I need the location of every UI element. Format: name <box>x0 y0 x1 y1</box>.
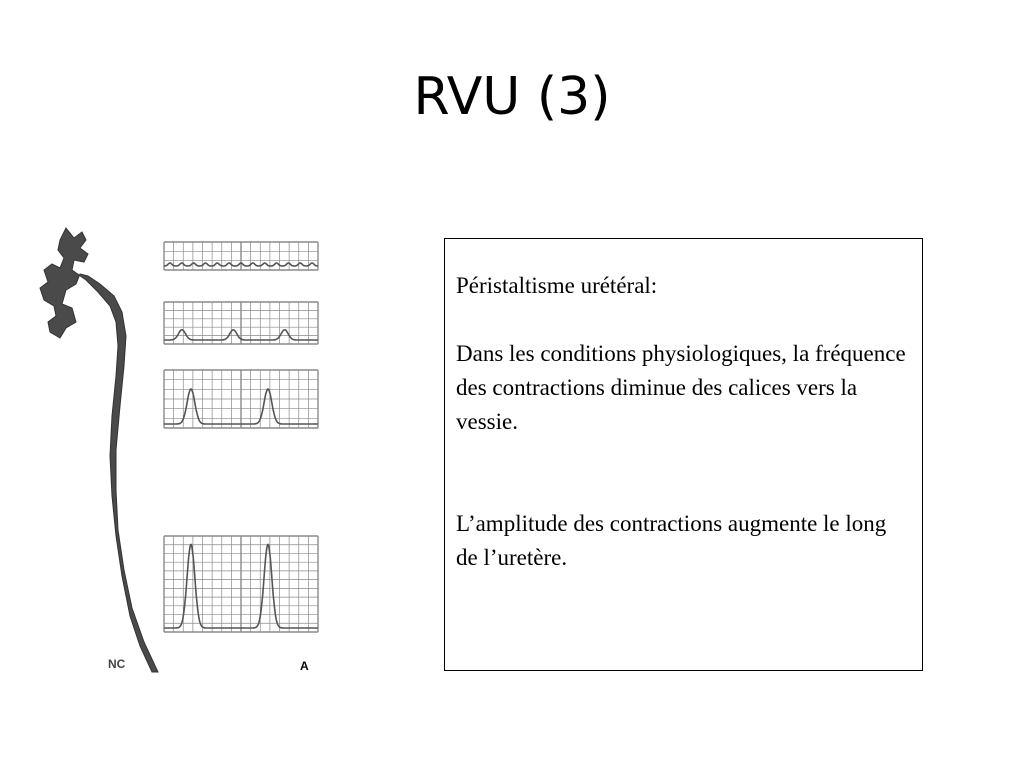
trace-panel-2 <box>163 301 319 345</box>
trace-panel-4 <box>163 535 319 633</box>
figure-label-left: NC <box>108 657 126 671</box>
trace-panel-1 <box>163 241 319 271</box>
slide-title: RVU (3) <box>413 67 611 127</box>
text-heading: Péristaltisme urétéral: <box>456 273 658 298</box>
text-paragraph-2: L’amplitude des contractions augmente le… <box>456 511 887 570</box>
text-box: Péristaltisme urétéral: Dans les conditi… <box>444 238 923 671</box>
text-paragraph-1: Dans les conditions physiologiques, la f… <box>456 341 906 434</box>
traces-group <box>163 241 319 633</box>
trace-waveform-2 <box>164 328 318 341</box>
trace-panel-3 <box>163 369 319 429</box>
trace-waveform-1 <box>164 262 318 267</box>
figure-svg: NC A <box>39 227 319 673</box>
trace-waveform-3 <box>164 388 318 425</box>
figure-label-right: A <box>300 659 309 673</box>
ureter-shape <box>39 227 159 673</box>
trace-waveform-4 <box>164 543 318 629</box>
ureter-peristalsis-figure: NC A <box>36 226 336 678</box>
